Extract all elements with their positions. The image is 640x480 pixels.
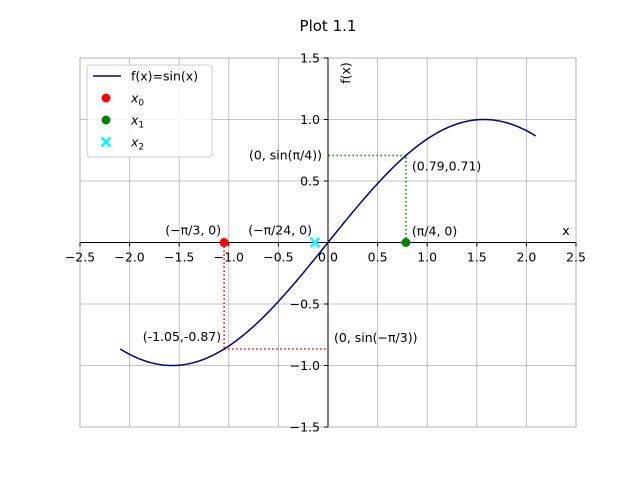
series-line-0 bbox=[119, 118, 537, 367]
x-tick-label-10: 2.5 bbox=[566, 250, 586, 265]
point-marker-2 bbox=[309, 237, 321, 248]
annotation-4: (0.79,0.71) bbox=[412, 159, 481, 174]
x-tick-label-8: 1.5 bbox=[467, 250, 487, 265]
legend-swatch-2 bbox=[101, 115, 111, 125]
legend-box bbox=[86, 64, 213, 158]
guide-lines bbox=[223, 154, 407, 350]
y-tick-label-1: −1.0 bbox=[290, 358, 320, 373]
x-tick-label-0: −2.5 bbox=[65, 250, 95, 265]
y-tick-label-3: 0.5 bbox=[300, 174, 320, 189]
legend-swatch-3-stroke-b bbox=[100, 136, 112, 148]
tick-labels: −2.5 −2.0 −1.5 −1.0 −0.5 0.0 0.5 1.0 1.5 2.0 2.5 −1… bbox=[65, 51, 586, 435]
annotation-6: (0, sin(−π/3)) bbox=[334, 330, 417, 345]
x-tick-label-4: −0.5 bbox=[263, 250, 293, 265]
legend-swatch-1 bbox=[101, 93, 111, 103]
x-tick-label-9: 2.0 bbox=[516, 250, 536, 265]
annotations: (−π/3, 0) (−π/24, 0) (π/4, 0) (0, sin(π/4))… bbox=[143, 148, 482, 345]
point-markers bbox=[219, 237, 411, 248]
y-tick-label-5: 1.5 bbox=[300, 51, 320, 66]
annotation-3: (0, sin(π/4)) bbox=[249, 148, 322, 163]
y-axis-label: f(x) bbox=[338, 62, 353, 84]
x-tick-label-7: 1.0 bbox=[417, 250, 437, 265]
point-marker-2-stroke-b bbox=[309, 237, 321, 248]
y-tick-label-2: −0.5 bbox=[290, 297, 320, 312]
y-tick-label-4: 1.0 bbox=[300, 112, 320, 127]
point-marker-0 bbox=[219, 238, 229, 247]
chart-title: Plot 1.1 bbox=[300, 17, 357, 35]
point-marker-1 bbox=[401, 238, 411, 247]
annotation-0: (−π/3, 0) bbox=[165, 223, 221, 238]
series-layer bbox=[119, 118, 537, 367]
x-tick-label-2: −1.5 bbox=[164, 250, 194, 265]
annotation-2: (π/4, 0) bbox=[412, 224, 457, 239]
legend-label-0: f(x)=sin(x) bbox=[131, 69, 198, 84]
x-axis-label: x bbox=[562, 223, 569, 238]
legend-swatch-3 bbox=[100, 136, 112, 148]
legend-label-subscript-1: 0 bbox=[138, 99, 144, 109]
x-tick-label-3: −1.0 bbox=[214, 250, 244, 265]
legend-label-subscript-3: 2 bbox=[138, 143, 144, 153]
x-tick-label-5: 0.0 bbox=[318, 250, 338, 265]
x-tick-label-1: −2.0 bbox=[114, 250, 144, 265]
annotation-5: (-1.05,-0.87) bbox=[143, 329, 221, 344]
y-tick-label-0: −1.5 bbox=[290, 420, 320, 435]
legend-label-subscript-2: 1 bbox=[138, 121, 144, 131]
x-tick-label-6: 0.5 bbox=[368, 250, 388, 265]
annotation-1: (−π/24, 0) bbox=[248, 223, 312, 238]
